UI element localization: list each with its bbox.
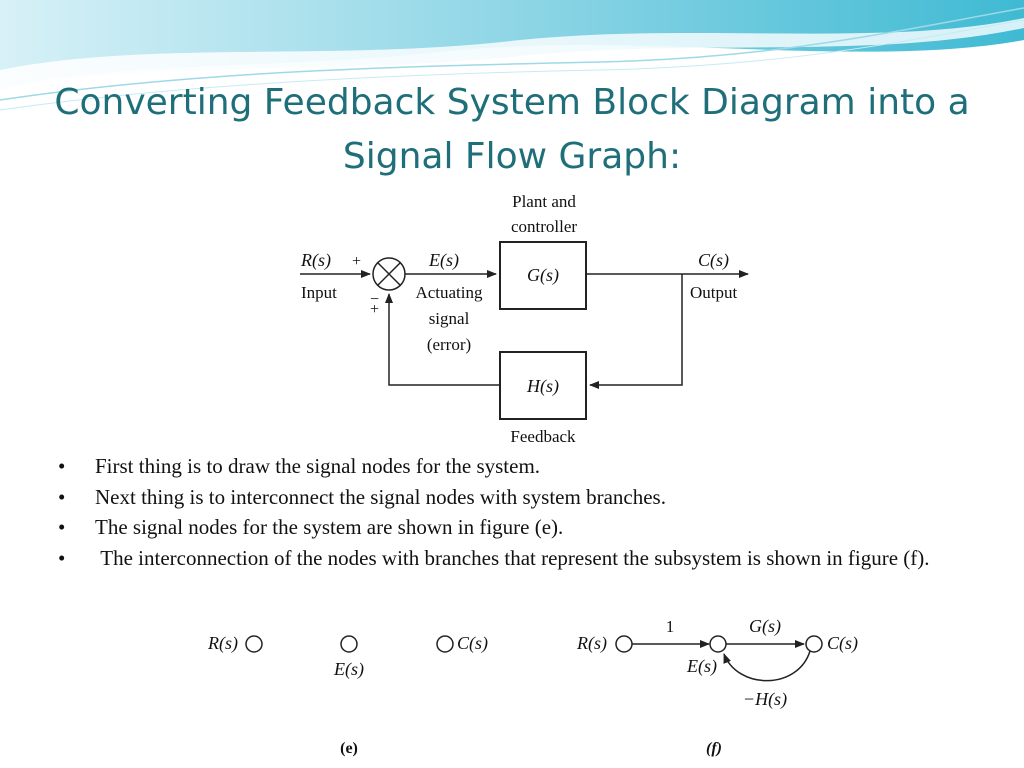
bullet-text: First thing is to draw the signal nodes … (95, 454, 541, 478)
forward-block (499, 241, 587, 310)
fig-e-node-r-label: R(s) (207, 633, 238, 654)
slide-title: Converting Feedback System Block Diagram… (20, 76, 1004, 184)
fig-f-node-e-label: E(s) (686, 656, 717, 677)
fig-e-node-c (436, 635, 454, 653)
error-symbol: E(s) (428, 250, 459, 271)
fig-f-caption: (f) (706, 740, 722, 757)
fig-e-node-r (245, 635, 263, 653)
feedback-block-label: H(s) (526, 376, 559, 397)
fig-f-node-r (615, 635, 633, 653)
error-label-line-1: Actuating (415, 283, 483, 302)
input-symbol: R(s) (300, 250, 331, 271)
fig-e-node-e (340, 635, 358, 653)
figure-f: R(s) 1 E(s) G(s) C(s) −H(s) (f) (576, 616, 858, 757)
wave-highlight (0, 18, 1024, 92)
feedback-block (499, 351, 587, 420)
bullet-item: • Next thing is to interconnect the signa… (58, 482, 978, 513)
wave-line-2 (0, 19, 1024, 111)
bullet-text: Next thing is to interconnect the signal… (95, 484, 666, 509)
block-diagram-figure: Plant and controller R(s) Input + − + E(… (286, 184, 758, 448)
fig-f-gain-h: −H(s) (743, 689, 787, 710)
fig-e-node-c-label: C(s) (457, 633, 488, 654)
plant-label-line-1: Plant and (512, 192, 576, 211)
signal-flow-figures: R(s) E(s) C(s) (e) R(s) 1 E(s) G(s) C(s)… (198, 610, 870, 766)
error-label-line-3: (error) (427, 335, 471, 354)
title-line-1: Converting Feedback System Block Diagram… (54, 82, 970, 123)
bullet-text: The signal nodes for the system are show… (95, 515, 564, 539)
fig-f-feedback-branch (723, 650, 811, 682)
feedback-path-out (385, 293, 500, 386)
title-line-2: Signal Flow Graph: (342, 136, 682, 177)
bullet-marker: • (58, 515, 66, 539)
summing-junction (372, 257, 406, 291)
fig-f-gain-1: 1 (666, 617, 675, 636)
fig-f-gain-g: G(s) (749, 616, 781, 637)
minus-bar: − (370, 291, 379, 308)
signal-flow-svg: R(s) E(s) C(s) (e) R(s) 1 E(s) G(s) C(s)… (207, 616, 858, 757)
feedback-path-in (589, 274, 683, 389)
output-symbol: C(s) (698, 250, 729, 271)
minus-sign: + (370, 301, 379, 318)
bullet-item: • First thing is to draw the signal nodes… (58, 451, 978, 482)
fig-f-node-c-label: C(s) (827, 633, 858, 654)
bullet-marker: • (58, 545, 66, 570)
fig-e-node-e-label: E(s) (333, 659, 364, 680)
plant-label-line-2: controller (511, 217, 577, 236)
fig-f-node-e (709, 635, 727, 653)
fig-e-caption: (e) (340, 740, 358, 757)
output-label: Output (690, 283, 738, 302)
feedback-label: Feedback (510, 427, 576, 446)
plus-sign: + (352, 253, 361, 270)
bullet-marker: • (58, 484, 66, 509)
bullet-text: The interconnection of the nodes with br… (95, 545, 930, 570)
fig-f-node-r-label: R(s) (576, 633, 607, 654)
figure-e: R(s) E(s) C(s) (e) (207, 633, 488, 757)
block-diagram-svg: Plant and controller R(s) Input + − + E(… (300, 192, 749, 446)
bullet-item: • The signal nodes for the system are sho… (58, 512, 978, 543)
forward-block-label: G(s) (527, 265, 559, 286)
error-label-line-2: signal (429, 309, 470, 328)
wave-line (0, 7, 1024, 101)
bullet-list: • First thing is to draw the signal nodes… (58, 451, 978, 573)
fig-f-node-c (805, 635, 823, 653)
bullet-item: • The interconnection of the nodes with … (58, 543, 978, 574)
bullet-marker: • (58, 454, 66, 478)
input-label: Input (301, 283, 337, 302)
